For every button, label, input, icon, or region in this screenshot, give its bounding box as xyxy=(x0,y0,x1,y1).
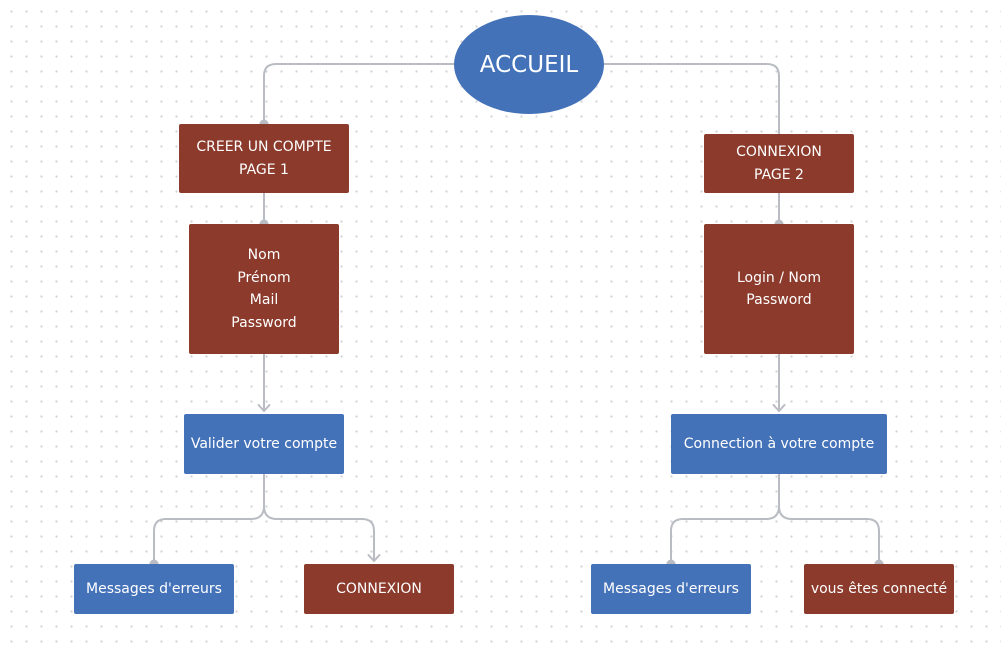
connector-valider-connexion xyxy=(263,473,375,562)
node-connection-compte[interactable]: Connection à votre compte xyxy=(671,414,887,474)
node-messages-erreurs-right-label: Messages d'erreurs xyxy=(603,580,739,597)
node-connexion-left-label: CONNEXION xyxy=(336,580,422,597)
node-valider-compte[interactable]: Valider votre compte xyxy=(184,414,344,474)
connector-connection-messages xyxy=(670,473,780,565)
node-vous-etes-connecte-label: vous êtes connecté xyxy=(810,580,948,597)
node-creer-un-compte[interactable]: CREER UN COMPTE PAGE 1 xyxy=(179,124,349,193)
node-inscription-fields-label: Nom Prénom Mail Password xyxy=(231,247,297,331)
node-connection-compte-label: Connection à votre compte xyxy=(683,435,875,452)
node-messages-erreurs-left[interactable]: Messages d'erreurs xyxy=(74,564,234,614)
node-valider-compte-label: Valider votre compte xyxy=(190,435,338,452)
connector-connection-connecte xyxy=(778,473,880,565)
arrowhead-connection xyxy=(772,404,786,412)
node-connexion-left[interactable]: CONNEXION xyxy=(304,564,454,614)
node-accueil-label: ACCUEIL xyxy=(479,51,579,78)
arrowhead-valider xyxy=(257,404,271,412)
connector-accueil-connexion xyxy=(602,63,780,135)
node-login-fields[interactable]: Login / Nom Password xyxy=(704,224,854,354)
node-messages-erreurs-right[interactable]: Messages d'erreurs xyxy=(591,564,751,614)
node-login-fields-label: Login / Nom Password xyxy=(736,269,822,309)
connector-accueil-creer xyxy=(263,63,456,125)
node-vous-etes-connecte[interactable]: vous êtes connecté xyxy=(804,564,954,614)
node-connexion-page-label: CONNEXION PAGE 2 xyxy=(736,144,822,183)
node-accueil[interactable]: ACCUEIL xyxy=(454,15,604,114)
node-messages-erreurs-left-label: Messages d'erreurs xyxy=(86,580,222,597)
node-connexion-page[interactable]: CONNEXION PAGE 2 xyxy=(704,134,854,193)
node-creer-un-compte-label: CREER UN COMPTE PAGE 1 xyxy=(196,139,332,178)
connector-valider-messages xyxy=(153,473,265,565)
node-inscription-fields[interactable]: Nom Prénom Mail Password xyxy=(189,224,339,354)
arrowhead-connexion xyxy=(367,554,381,562)
